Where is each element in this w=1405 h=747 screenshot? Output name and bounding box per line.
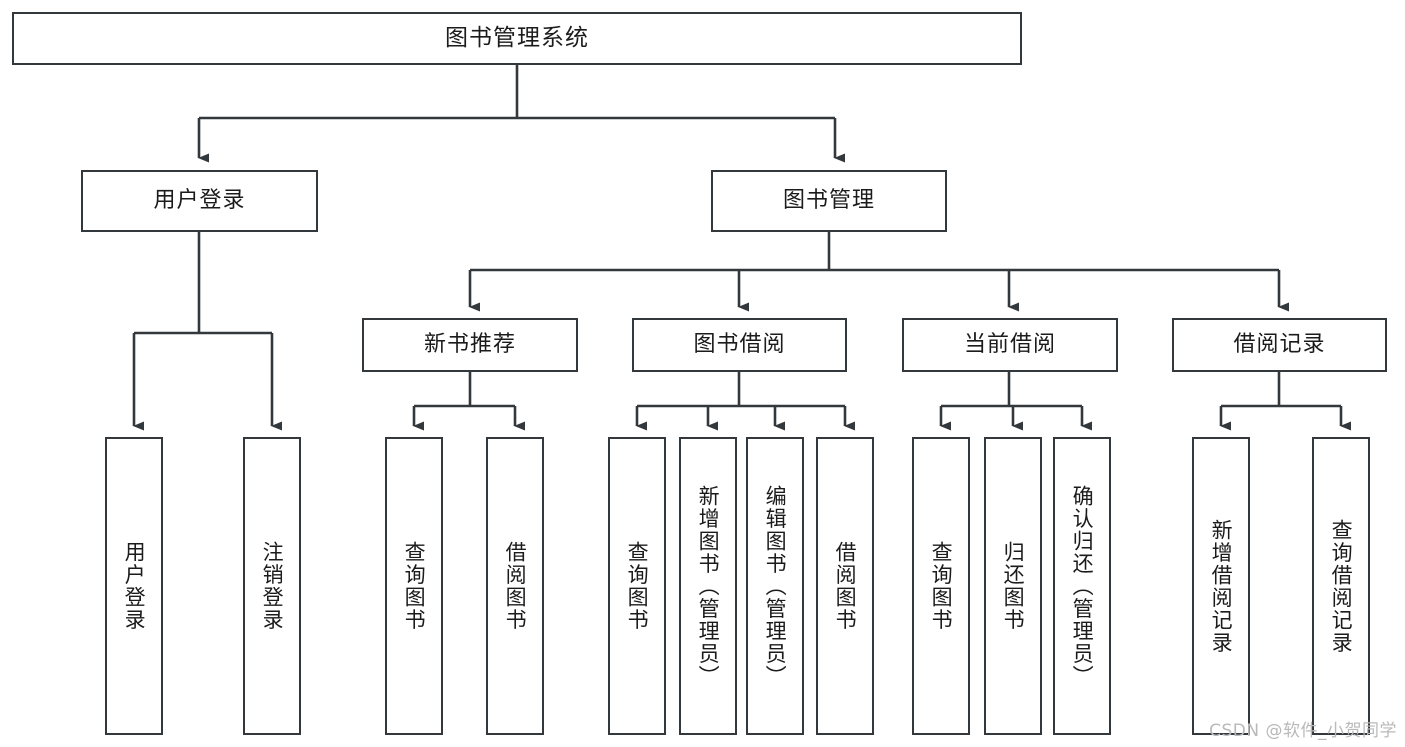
node-book-borrow[interactable]: 图书借阅 [632, 318, 847, 372]
node-root[interactable]: 图书管理系统 [12, 12, 1022, 65]
node-leaf-borrow-book-recommend[interactable]: 借阅图书 [486, 437, 544, 735]
node-leaf-query-book-recommend[interactable]: 查询图书 [385, 437, 443, 735]
node-leaf-query-borrow-record-label: 查询借阅记录 [1329, 518, 1354, 654]
node-leaf-edit-book-admin[interactable]: 编辑图书（管理员） [746, 437, 804, 735]
node-leaf-user-logout-label: 注销登录 [260, 541, 285, 631]
node-book-borrow-label: 图书借阅 [693, 331, 786, 357]
node-current-borrow-label: 当前借阅 [963, 331, 1056, 357]
node-leaf-query-borrow-record[interactable]: 查询借阅记录 [1312, 437, 1370, 735]
node-leaf-borrow-book[interactable]: 借阅图书 [816, 437, 874, 735]
node-current-borrow[interactable]: 当前借阅 [902, 318, 1118, 372]
node-leaf-edit-book-admin-label: 编辑图书（管理员） [763, 484, 788, 688]
node-leaf-query-book-current-label: 查询图书 [929, 541, 954, 631]
node-book-management-label: 图书管理 [782, 187, 875, 213]
node-leaf-borrow-book-label: 借阅图书 [833, 541, 858, 631]
node-user-login[interactable]: 用户登录 [81, 170, 318, 232]
node-root-label: 图书管理系统 [445, 24, 589, 51]
node-leaf-add-borrow-record-label: 新增借阅记录 [1209, 518, 1234, 654]
node-leaf-return-book[interactable]: 归还图书 [984, 437, 1042, 735]
node-leaf-query-book-borrow[interactable]: 查询图书 [608, 437, 666, 735]
node-book-management[interactable]: 图书管理 [711, 170, 947, 232]
node-leaf-confirm-return-admin-label: 确认归还（管理员） [1070, 484, 1095, 688]
node-leaf-user-login-label: 用户登录 [122, 541, 147, 631]
csdn-watermark: CSDN @软件_小贺同学 [1209, 721, 1397, 741]
node-leaf-confirm-return-admin[interactable]: 确认归还（管理员） [1053, 437, 1111, 735]
node-leaf-borrow-book-recommend-label: 借阅图书 [503, 541, 528, 631]
node-leaf-query-book-current[interactable]: 查询图书 [912, 437, 970, 735]
node-leaf-user-logout[interactable]: 注销登录 [243, 437, 301, 735]
node-new-book-recommend[interactable]: 新书推荐 [362, 318, 578, 372]
node-new-book-recommend-label: 新书推荐 [423, 331, 516, 357]
node-leaf-add-borrow-record[interactable]: 新增借阅记录 [1192, 437, 1250, 735]
node-leaf-query-book-borrow-label: 查询图书 [625, 541, 650, 631]
node-borrow-record[interactable]: 借阅记录 [1172, 318, 1387, 372]
node-leaf-query-book-recommend-label: 查询图书 [402, 541, 427, 631]
node-leaf-add-book-admin-label: 新增图书（管理员） [696, 484, 721, 688]
node-user-login-label: 用户登录 [153, 187, 246, 213]
node-leaf-return-book-label: 归还图书 [1001, 541, 1026, 631]
node-borrow-record-label: 借阅记录 [1233, 331, 1326, 357]
node-leaf-user-login[interactable]: 用户登录 [105, 437, 163, 735]
node-leaf-add-book-admin[interactable]: 新增图书（管理员） [679, 437, 737, 735]
